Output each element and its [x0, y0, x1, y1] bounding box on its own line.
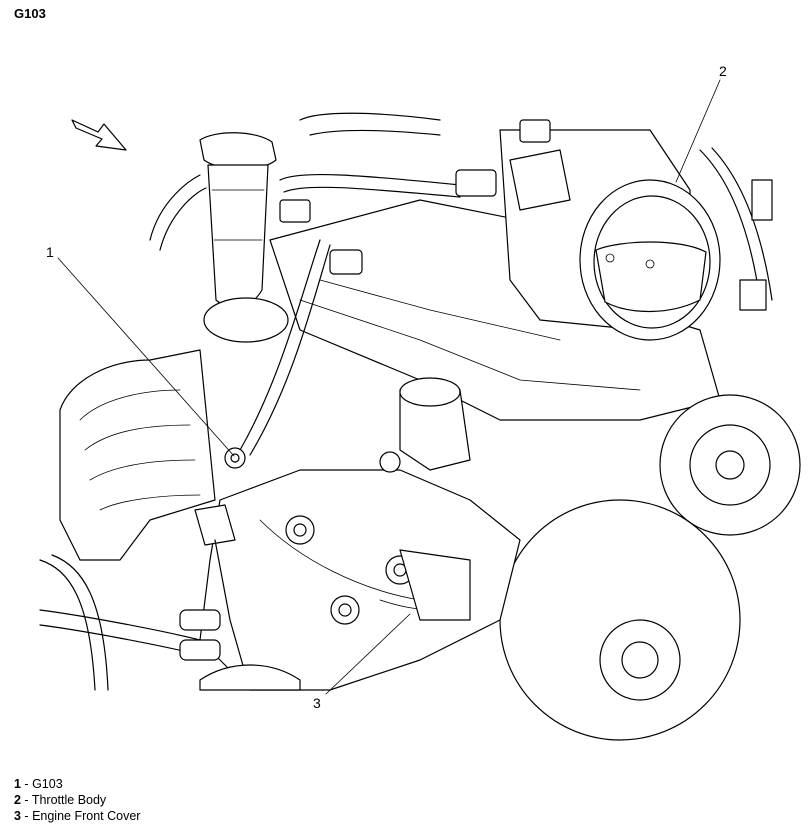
legend-item: 3 - Engine Front Cover [14, 808, 140, 824]
direction-arrow-icon [71, 119, 127, 151]
legend-separator: - [20, 777, 33, 791]
legend-number: 3 [14, 809, 21, 823]
legend-number: 2 [14, 793, 21, 807]
callout-1: 1 [46, 244, 235, 457]
callout-number-2: 2 [719, 63, 727, 79]
legend-label: Engine Front Cover [32, 809, 141, 823]
legend-item: 2 - Throttle Body [14, 792, 140, 808]
legend-separator: - [20, 793, 32, 807]
legend-label: G103 [32, 777, 63, 791]
engine-diagram: 1 2 3 [39, 63, 801, 741]
figure-id: G103 [14, 6, 46, 21]
engine-illustration [39, 112, 801, 741]
legend-label: Throttle Body [31, 793, 107, 807]
callout-number-1: 1 [46, 244, 54, 260]
callout-3: 3 [313, 613, 411, 711]
callout-legend: 1 - G103 2 - Throttle Body 3 - Engine Fr… [14, 776, 140, 824]
legend-item: 1 - G103 [14, 776, 140, 792]
legend-number: 1 [14, 777, 21, 791]
callout-number-3: 3 [313, 695, 321, 711]
callout-2: 2 [675, 63, 727, 183]
legend-separator: - [20, 809, 33, 823]
